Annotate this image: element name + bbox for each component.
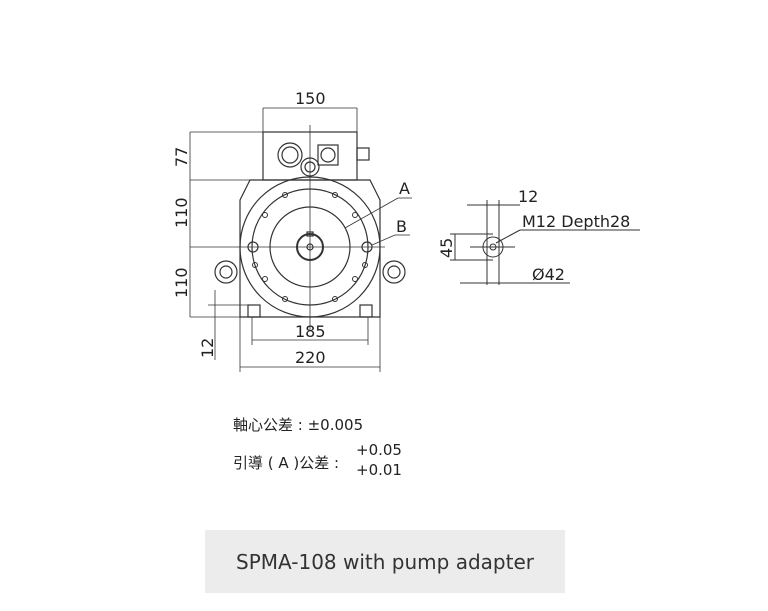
shaft-detail [450,200,640,285]
dim-185: 185 [295,322,326,341]
axis-tolerance-label: 軸心公差 : [233,416,303,434]
detail-diameter: Ø42 [532,265,565,284]
guide-tolerance-values: +0.05 +0.01 [356,440,402,480]
detail-height: 45 [437,238,456,258]
label-a: A [399,179,410,198]
guide-tolerance-lower: +0.01 [356,461,402,479]
axis-tolerance: 軸心公差 : ±0.005 [233,414,363,435]
dim-12-foot: 12 [198,338,217,358]
dim-110-lower: 110 [172,267,191,298]
dim-110-upper: 110 [172,197,191,228]
dim-150: 150 [295,89,326,108]
axis-tolerance-value: ±0.005 [307,416,364,434]
caption: SPMA-108 with pump adapter [205,530,565,593]
guide-tolerance-upper: +0.05 [356,441,402,459]
detail-thread: M12 Depth28 [522,212,630,231]
label-b: B [396,217,407,236]
dim-220: 220 [295,348,326,367]
dim-77: 77 [172,147,191,167]
guide-tolerance-label: 引導 ( A )公差 : [233,454,340,472]
detail-width: 12 [518,187,538,206]
